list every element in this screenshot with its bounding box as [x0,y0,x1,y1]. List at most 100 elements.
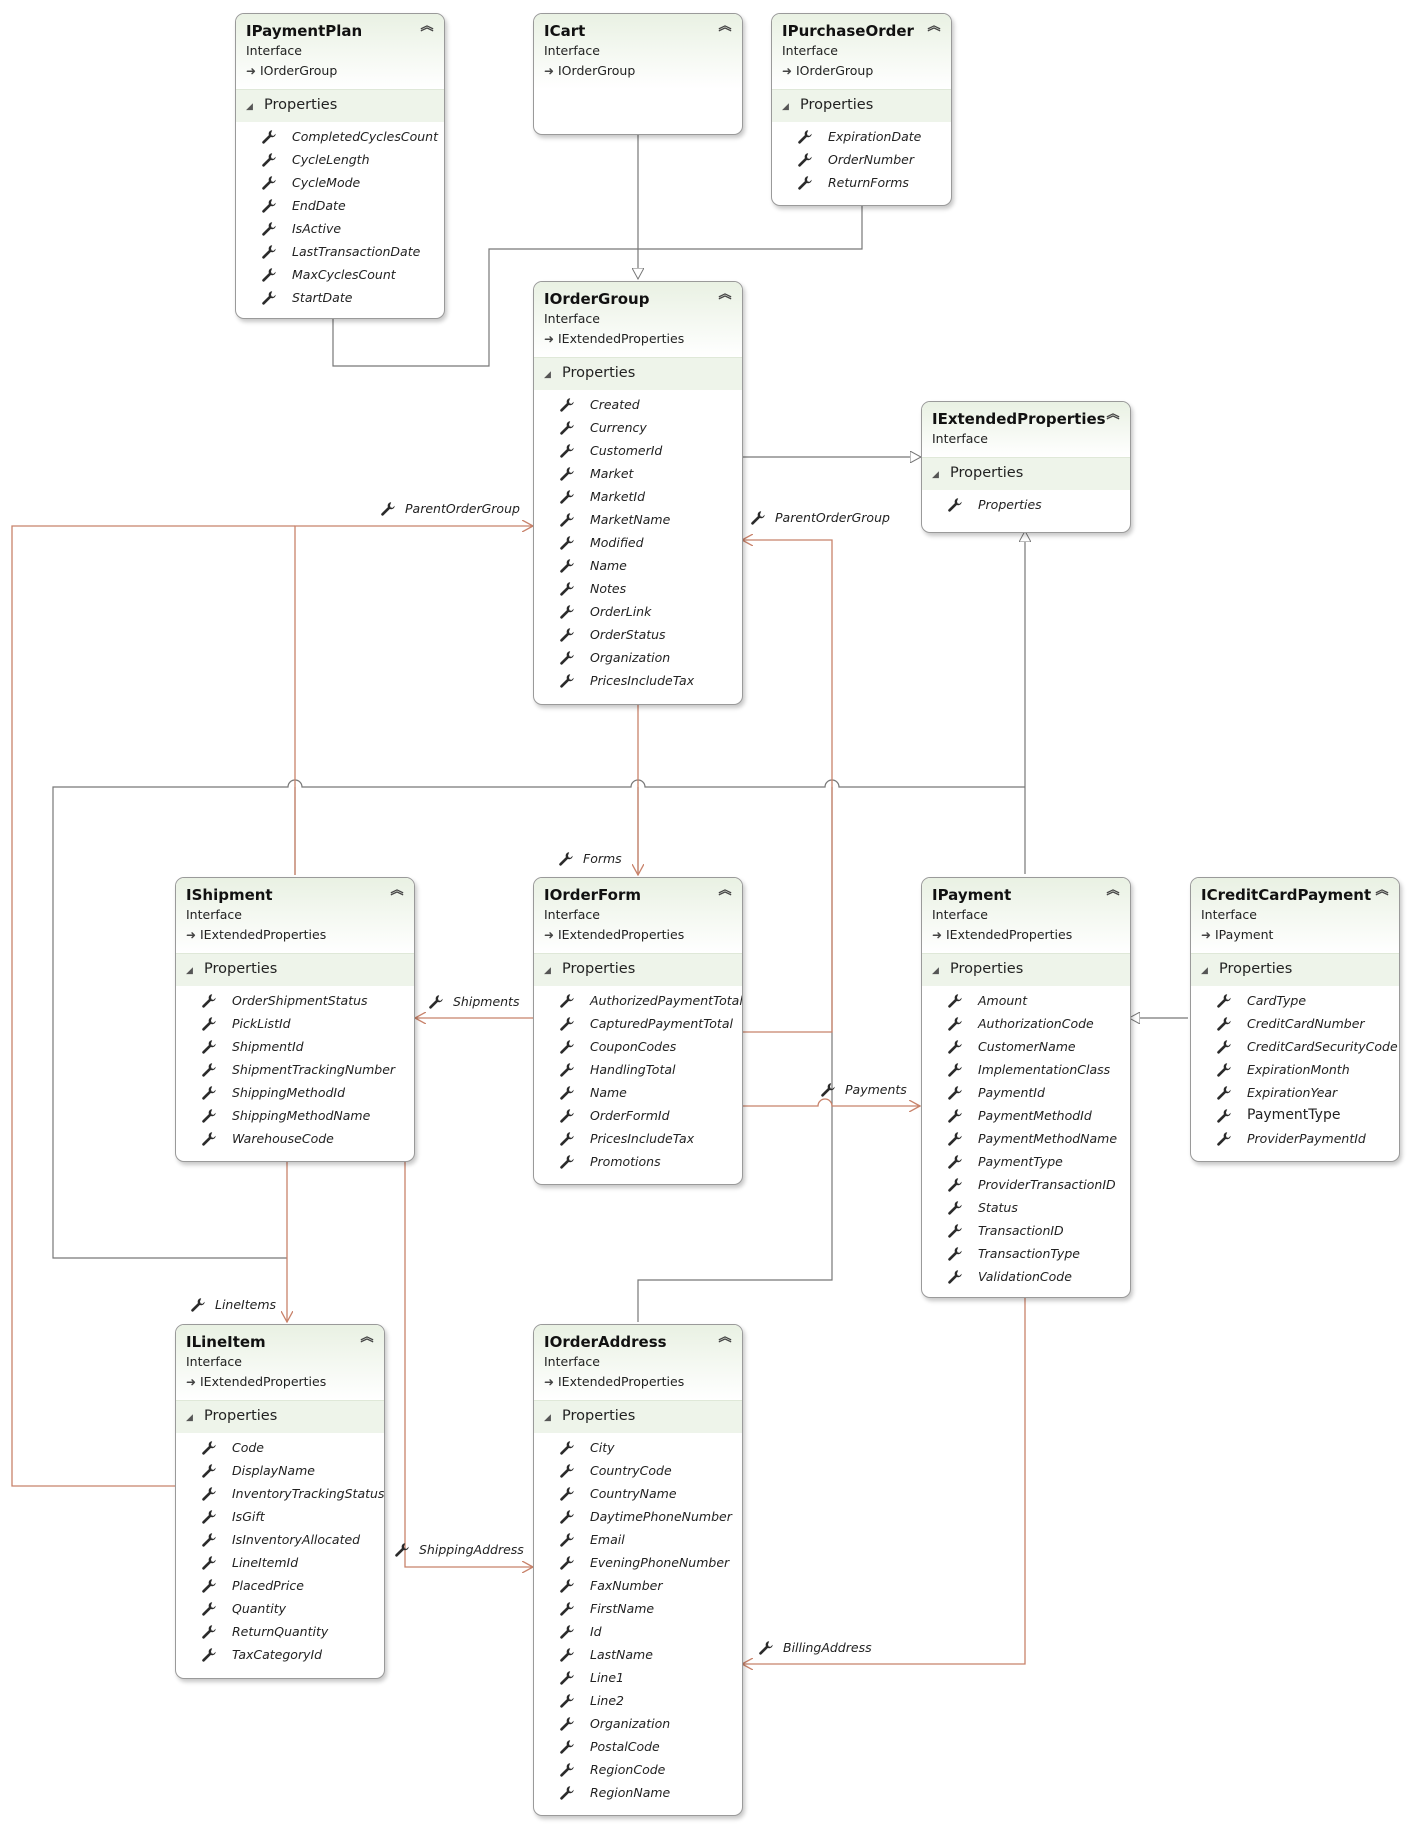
properties-section-header[interactable]: ◢Properties [176,1400,384,1433]
property-row[interactable]: IsInventoryAllocated [176,1528,384,1551]
properties-section-header[interactable]: ◢Properties [1191,953,1399,986]
property-row[interactable]: PaymentMethodName [922,1127,1130,1150]
property-row[interactable]: FirstName [534,1597,742,1620]
triangle-collapse-icon[interactable]: ◢ [246,102,253,112]
property-row[interactable]: RegionName [534,1781,742,1804]
property-row[interactable]: ExpirationYear [1191,1081,1399,1104]
property-row[interactable]: PaymentId [922,1081,1130,1104]
property-row[interactable]: PickListId [176,1012,414,1035]
property-row[interactable]: Status [922,1196,1130,1219]
double-chevron-up-icon[interactable]: ︽ [1106,407,1120,422]
property-row[interactable]: City [534,1436,742,1459]
property-row[interactable]: ProviderPaymentId [1191,1127,1399,1150]
property-row[interactable]: PlacedPrice [176,1574,384,1597]
properties-section-header[interactable]: ◢Properties [534,953,742,986]
property-row[interactable]: AuthorizedPaymentTotal [534,989,742,1012]
property-row[interactable]: PricesIncludeTax [534,1127,742,1150]
property-row[interactable]: ExpirationDate [772,125,951,148]
property-row[interactable]: Quantity [176,1597,384,1620]
property-row[interactable]: CycleMode [236,171,444,194]
double-chevron-up-icon[interactable]: ︽ [718,287,732,302]
property-row[interactable]: CustomerId [534,439,742,462]
property-row[interactable]: Modified [534,531,742,554]
double-chevron-up-icon[interactable]: ︽ [1375,883,1389,898]
properties-section-header[interactable]: ◢Properties [534,1400,742,1433]
property-row[interactable]: MarketName [534,508,742,531]
property-row[interactable]: OrderLink [534,600,742,623]
property-row[interactable]: Code [176,1436,384,1459]
property-row[interactable]: Name [534,554,742,577]
property-row[interactable]: Name [534,1081,742,1104]
property-row[interactable]: ExpirationMonth [1191,1058,1399,1081]
property-row[interactable]: TransactionID [922,1219,1130,1242]
property-row[interactable]: OrderShipmentStatus [176,989,414,1012]
triangle-collapse-icon[interactable]: ◢ [1201,966,1208,976]
property-row[interactable]: PricesIncludeTax [534,669,742,692]
double-chevron-up-icon[interactable]: ︽ [360,1330,374,1345]
property-row[interactable]: Promotions [534,1150,742,1173]
double-chevron-up-icon[interactable]: ︽ [390,883,404,898]
double-chevron-up-icon[interactable]: ︽ [1106,883,1120,898]
property-row[interactable]: ShipmentTrackingNumber [176,1058,414,1081]
triangle-collapse-icon[interactable]: ◢ [186,1413,193,1423]
double-chevron-up-icon[interactable]: ︽ [718,19,732,34]
property-row[interactable]: IsGift [176,1505,384,1528]
property-row[interactable]: CouponCodes [534,1035,742,1058]
triangle-collapse-icon[interactable]: ◢ [186,966,193,976]
property-row[interactable]: ProviderTransactionID [922,1173,1130,1196]
property-row[interactable]: PaymentMethodId [922,1104,1130,1127]
property-row[interactable]: HandlingTotal [534,1058,742,1081]
property-row[interactable]: AuthorizationCode [922,1012,1130,1035]
property-row[interactable]: EveningPhoneNumber [534,1551,742,1574]
property-row[interactable]: Line2 [534,1689,742,1712]
property-row[interactable]: LastName [534,1643,742,1666]
property-row[interactable]: WarehouseCode [176,1127,414,1150]
property-row[interactable]: DaytimePhoneNumber [534,1505,742,1528]
property-row[interactable]: CreditCardSecurityCode [1191,1035,1399,1058]
property-row[interactable]: OrderStatus [534,623,742,646]
property-row[interactable]: Amount [922,989,1130,1012]
property-row[interactable]: LastTransactionDate [236,240,444,263]
property-row[interactable]: PaymentType [922,1150,1130,1173]
property-row[interactable]: PostalCode [534,1735,742,1758]
property-row[interactable]: OrderFormId [534,1104,742,1127]
property-row[interactable]: CardType [1191,989,1399,1012]
property-row[interactable]: PaymentType [1191,1104,1399,1127]
double-chevron-up-icon[interactable]: ︽ [927,19,941,34]
property-row[interactable]: DisplayName [176,1459,384,1482]
property-row[interactable]: Notes [534,577,742,600]
property-row[interactable]: Organization [534,646,742,669]
triangle-collapse-icon[interactable]: ◢ [932,966,939,976]
property-row[interactable]: OrderNumber [772,148,951,171]
property-row[interactable]: Created [534,393,742,416]
property-row[interactable]: Properties [922,493,1130,516]
property-row[interactable]: CountryCode [534,1459,742,1482]
triangle-collapse-icon[interactable]: ◢ [782,102,789,112]
property-row[interactable]: CapturedPaymentTotal [534,1012,742,1035]
triangle-collapse-icon[interactable]: ◢ [932,470,939,480]
property-row[interactable]: ReturnQuantity [176,1620,384,1643]
property-row[interactable]: CompletedCyclesCount [236,125,444,148]
triangle-collapse-icon[interactable]: ◢ [544,966,551,976]
property-row[interactable]: ValidationCode [922,1265,1130,1288]
property-row[interactable]: IsActive [236,217,444,240]
property-row[interactable]: CustomerName [922,1035,1130,1058]
property-row[interactable]: Line1 [534,1666,742,1689]
property-row[interactable]: RegionCode [534,1758,742,1781]
property-row[interactable]: ShippingMethodId [176,1081,414,1104]
property-row[interactable]: CountryName [534,1482,742,1505]
triangle-collapse-icon[interactable]: ◢ [544,1413,551,1423]
property-row[interactable]: Id [534,1620,742,1643]
property-row[interactable]: StartDate [236,286,444,309]
triangle-collapse-icon[interactable]: ◢ [544,370,551,380]
property-row[interactable]: Currency [534,416,742,439]
property-row[interactable]: ShippingMethodName [176,1104,414,1127]
properties-section-header[interactable]: ◢Properties [772,89,951,122]
property-row[interactable]: InventoryTrackingStatus [176,1482,384,1505]
properties-section-header[interactable]: ◢Properties [922,457,1130,490]
double-chevron-up-icon[interactable]: ︽ [420,19,434,34]
property-row[interactable]: MarketId [534,485,742,508]
property-row[interactable]: LineItemId [176,1551,384,1574]
property-row[interactable]: TaxCategoryId [176,1643,384,1666]
property-row[interactable]: ShipmentId [176,1035,414,1058]
